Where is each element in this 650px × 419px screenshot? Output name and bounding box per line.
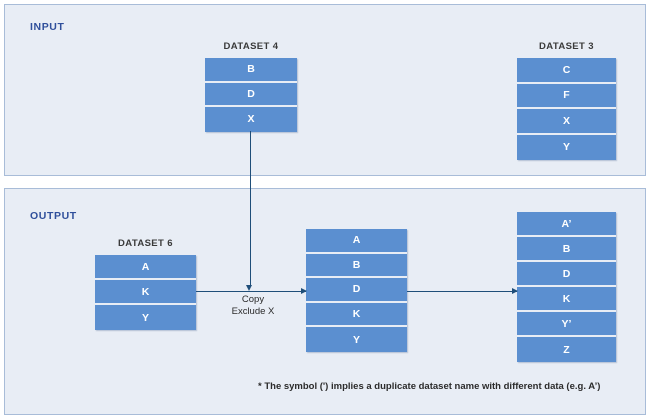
dataset-stack-merged: A B D K Y <box>306 229 407 352</box>
input-section-label: INPUT <box>30 21 65 33</box>
stack-cell: K <box>95 280 196 305</box>
stack-cell: B <box>306 253 407 279</box>
stack-cell: Y’ <box>517 312 616 337</box>
stack-cell: B <box>205 58 297 83</box>
connector-label-line1: Copy <box>241 294 265 305</box>
connector-line-merged-to-result <box>407 290 517 293</box>
stack-title-dataset4: DATASET 4 <box>223 41 279 52</box>
connector-line-dataset4-down <box>249 131 252 287</box>
dataset-stack-dataset4: DATASET 4 B D X <box>205 41 297 132</box>
dataset-stack-dataset3: DATASET 3 C F X Y <box>517 41 616 160</box>
dataset-stack-result: A’ B D K Y’ Z <box>517 212 616 362</box>
stack-cell: B <box>517 237 616 262</box>
stack-cell: Y <box>517 134 616 160</box>
stack-cell: F <box>517 83 616 109</box>
footnote-text: * The symbol (') implies a duplicate dat… <box>258 381 601 392</box>
arrowhead-right-icon <box>512 287 518 294</box>
stack-cell: Z <box>517 337 616 362</box>
stack-cell: X <box>517 109 616 135</box>
stack-cell: A <box>95 255 196 280</box>
output-section-label: OUTPUT <box>30 210 77 222</box>
stack-cell: D <box>205 82 297 107</box>
stack-cell: D <box>306 278 407 303</box>
stack-cell: C <box>517 58 616 84</box>
arrowhead-right-icon <box>301 287 307 294</box>
stack-title-dataset6: DATASET 6 <box>118 238 173 249</box>
stack-cell: D <box>517 262 616 287</box>
stack-cell: A <box>306 229 407 254</box>
stack-title-dataset3: DATASET 3 <box>539 41 594 52</box>
stack-cell: A’ <box>517 212 616 237</box>
stack-cell: X <box>205 107 297 132</box>
stack-cell: Y <box>306 327 407 352</box>
connector-label-line2: Exclude X <box>231 306 275 317</box>
connector-label-copy-exclude: Copy Exclude X <box>205 294 301 318</box>
arrowhead-down-icon <box>246 285 252 291</box>
stack-cell: K <box>517 287 616 312</box>
stack-cell: K <box>306 302 407 328</box>
connector-line-dataset6-to-merged <box>196 290 306 293</box>
dataset-stack-dataset6: DATASET 6 A K Y <box>95 238 196 330</box>
stack-cell: Y <box>95 305 196 330</box>
